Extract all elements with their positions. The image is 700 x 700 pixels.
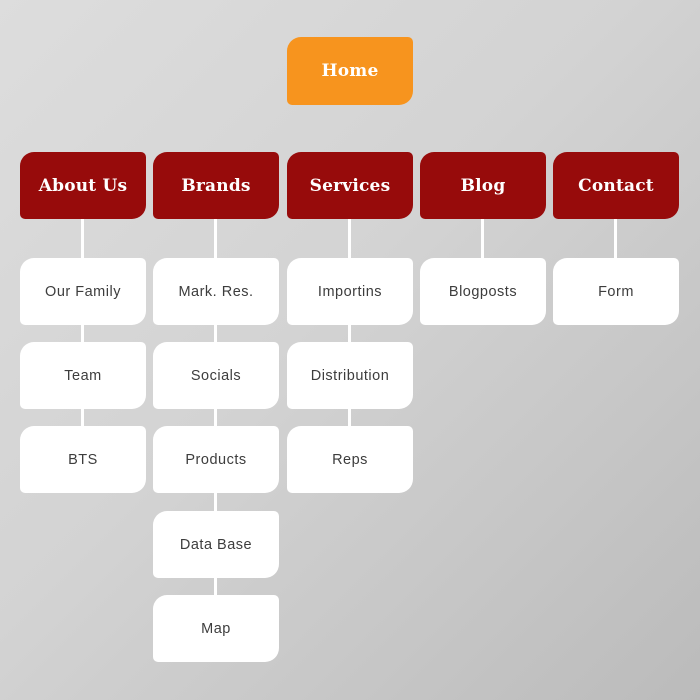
node-team: Team	[20, 342, 146, 409]
node-label: About Us	[38, 175, 128, 196]
node-home: Home	[287, 37, 413, 105]
node-label: Map	[201, 620, 231, 637]
node-contact: Contact	[553, 152, 679, 219]
connector-line	[348, 325, 351, 342]
node-label: Data Base	[179, 536, 253, 553]
node-reps: Reps	[287, 426, 413, 493]
connector-line	[481, 219, 484, 258]
node-mark-res: Mark. Res.	[153, 258, 279, 325]
node-blogposts: Blogposts	[420, 258, 546, 325]
connector-line	[348, 219, 351, 258]
connector-line	[348, 409, 351, 426]
connector-line	[214, 219, 217, 258]
node-map: Map	[153, 595, 279, 662]
node-label: Team	[64, 367, 102, 384]
node-about-us: About Us	[20, 152, 146, 219]
node-label: Our Family	[45, 283, 121, 300]
node-label: Home	[321, 61, 379, 81]
node-importins: Importins	[287, 258, 413, 325]
node-bts: BTS	[20, 426, 146, 493]
node-brands: Brands	[153, 152, 279, 219]
connector-line	[214, 493, 217, 511]
node-our-family: Our Family	[20, 258, 146, 325]
node-label: Products	[185, 451, 247, 468]
node-label: Socials	[190, 367, 242, 384]
node-label: Form	[598, 283, 634, 300]
connector-line	[214, 325, 217, 342]
node-label: BTS	[68, 451, 98, 468]
node-label: Brands	[181, 175, 251, 196]
node-form: Form	[553, 258, 679, 325]
connector-line	[81, 409, 84, 426]
node-label: Blogposts	[448, 283, 518, 300]
connector-line	[614, 219, 617, 258]
connector-line	[214, 578, 217, 595]
node-services: Services	[287, 152, 413, 219]
node-label: Contact	[578, 175, 654, 196]
connector-line	[81, 325, 84, 342]
connector-line	[81, 219, 84, 258]
node-label: Importins	[317, 283, 383, 300]
node-socials: Socials	[153, 342, 279, 409]
node-products: Products	[153, 426, 279, 493]
node-data-base: Data Base	[153, 511, 279, 578]
connector-line	[214, 409, 217, 426]
node-label: Reps	[332, 451, 368, 468]
node-label: Mark. Res.	[178, 283, 254, 300]
node-label: Services	[309, 175, 391, 196]
node-distribution: Distribution	[287, 342, 413, 409]
node-label: Blog	[460, 175, 506, 196]
node-label: Distribution	[310, 367, 390, 384]
node-blog: Blog	[420, 152, 546, 219]
